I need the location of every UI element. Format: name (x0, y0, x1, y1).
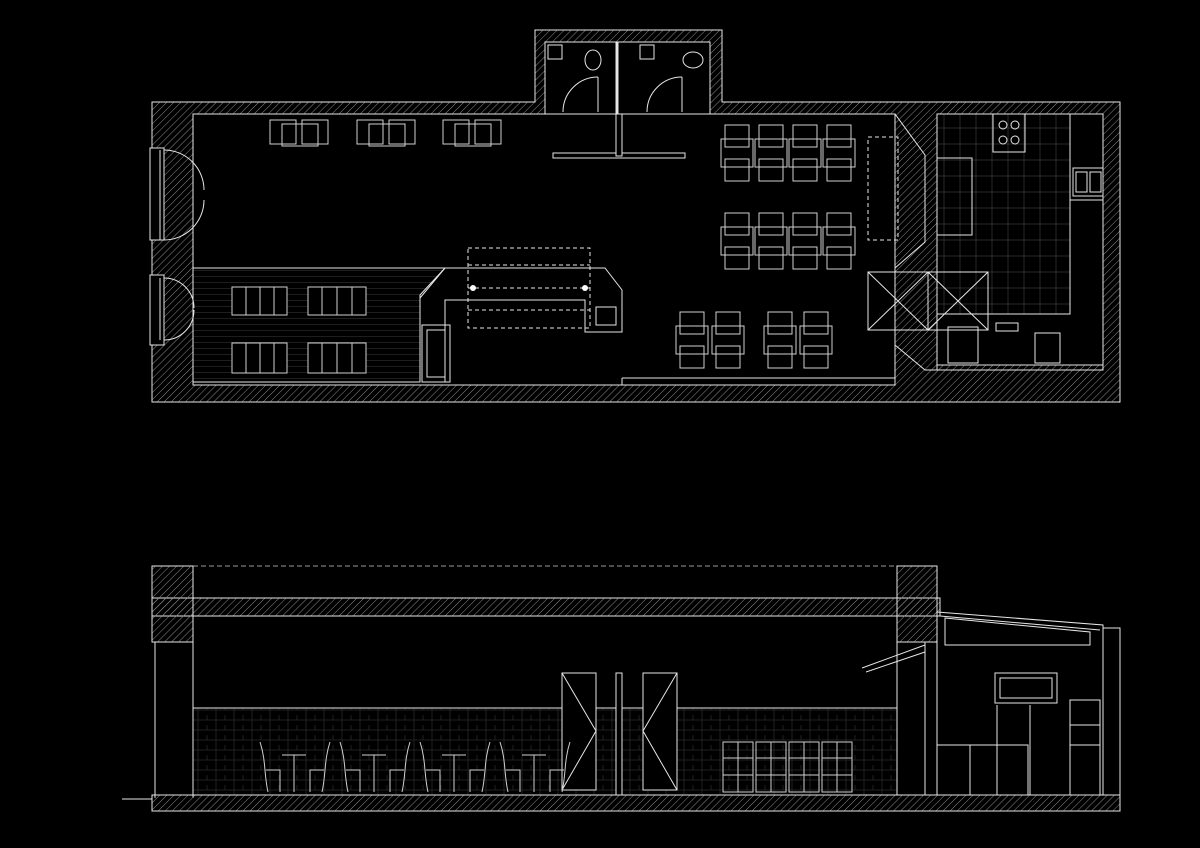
section-chair (469, 741, 491, 793)
kitchen-sink (1072, 167, 1104, 197)
dining-chair (724, 158, 750, 182)
dining-chair (826, 246, 852, 270)
section-table (522, 754, 546, 792)
section-chair (309, 741, 331, 793)
dining-table (822, 138, 856, 168)
pendant-lamp-1 (470, 285, 476, 291)
terrace-tables (231, 286, 367, 374)
dining-chair (679, 345, 705, 369)
section-left-wall (151, 565, 194, 643)
dining-table (675, 325, 709, 355)
section-table (442, 754, 466, 792)
section-chair (419, 741, 441, 793)
dining-chair (715, 311, 741, 335)
section-roof-slab (151, 597, 941, 617)
void-cross-2 (927, 271, 989, 331)
dining-chair (724, 246, 750, 270)
section-floor-slab (151, 794, 1121, 812)
section-kitchen-cabinet (969, 744, 1029, 796)
kitchen-fridge (1034, 332, 1061, 364)
dining-chair (679, 311, 705, 335)
dining-chair (826, 124, 852, 148)
section-shelving (722, 741, 853, 793)
dining-table (720, 138, 754, 168)
entrance-door-1 (159, 149, 205, 241)
section-table (362, 754, 386, 792)
section-window (994, 672, 1058, 704)
pendant-lamp-2 (582, 285, 588, 291)
wc-room-2 (639, 44, 704, 113)
dining-table (720, 226, 754, 256)
floor-plan (149, 29, 1121, 403)
section-brick-wall (192, 707, 898, 796)
dining-chair (792, 124, 818, 148)
dining-chair (792, 158, 818, 182)
dining-table (763, 325, 797, 355)
dining-table (822, 226, 856, 256)
wc-block-interior (544, 41, 711, 115)
dining-chair (792, 212, 818, 236)
bar-sink (421, 324, 451, 383)
kitchen-stove (992, 113, 1026, 153)
wc-room-1 (547, 44, 602, 113)
section-table (282, 754, 306, 792)
kitchen-oven (947, 326, 979, 364)
dining-table (799, 325, 833, 355)
dining-chair (803, 345, 829, 369)
tables-top-left (269, 119, 502, 147)
dining-table (754, 138, 788, 168)
entrance-opening-bottom (149, 274, 165, 346)
section-furniture (259, 741, 571, 793)
dining-chair (803, 311, 829, 335)
dining-chair (826, 212, 852, 236)
section-chair (339, 741, 361, 793)
ceiling-feature (467, 247, 591, 329)
dining-table (754, 226, 788, 256)
section-view (122, 565, 1121, 812)
dashed-shaft (867, 136, 899, 241)
bar-counter (419, 267, 623, 382)
kitchen-shelf (995, 322, 1019, 332)
dining-chair (758, 124, 784, 148)
dining-chair (724, 124, 750, 148)
dining-table (711, 325, 745, 355)
tables-grid (675, 124, 856, 369)
section-door-1 (561, 672, 597, 791)
entrance-opening-top (149, 147, 165, 241)
dining-chair (758, 212, 784, 236)
section-middle-wall (896, 565, 938, 643)
kitchen-counter (936, 157, 973, 236)
dining-chair (715, 345, 741, 369)
dining-table (788, 226, 822, 256)
section-chair (499, 741, 521, 793)
dining-chair (767, 311, 793, 335)
dining-chair (724, 212, 750, 236)
section-chair (389, 741, 411, 793)
dining-chair (767, 345, 793, 369)
dining-chair (826, 158, 852, 182)
dining-chair (758, 158, 784, 182)
dining-chair (792, 246, 818, 270)
dining-chair (758, 246, 784, 270)
section-door-2 (642, 672, 678, 791)
dining-table (788, 138, 822, 168)
cash-register (595, 306, 617, 326)
section-chair (259, 741, 281, 793)
section-chair (549, 741, 571, 793)
